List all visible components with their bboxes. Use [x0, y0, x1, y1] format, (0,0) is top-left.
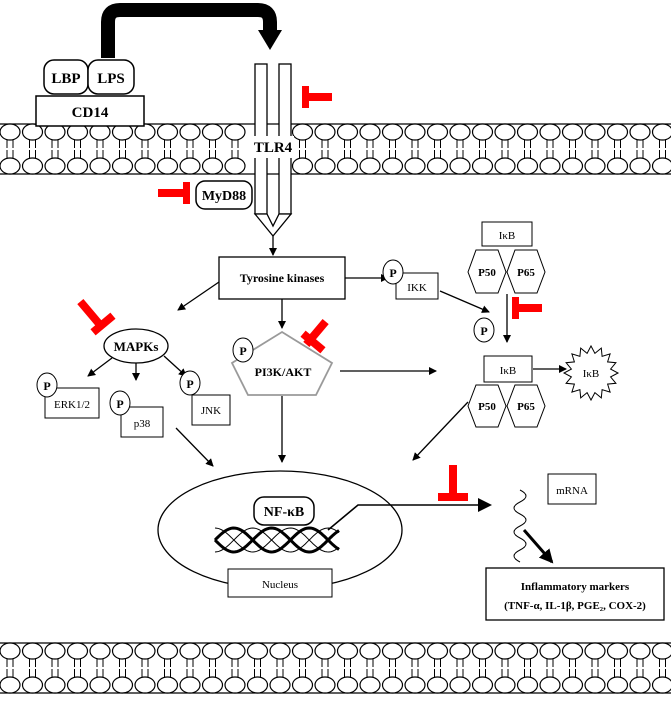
cd14-box — [35, 95, 145, 127]
ikb-phospho-icon — [473, 317, 495, 343]
ikb-degraded-burst — [562, 344, 620, 402]
ikk-label: IKK — [407, 282, 427, 294]
dna-helix-icon — [213, 526, 340, 554]
ikb-degraded-label: IκB — [583, 368, 600, 380]
ikb-mid-label: IκB — [500, 365, 517, 377]
transcription-arrow — [327, 498, 492, 531]
p38-box — [120, 406, 164, 438]
mrna-box — [547, 473, 597, 505]
inflammatory-markers-title: Inflammatory markers — [521, 581, 630, 593]
mrna-to-markers-arrow — [522, 529, 554, 564]
myd88-label: MyD88 — [202, 189, 246, 204]
tk-to-mapks-arrow — [177, 281, 220, 311]
inflammatory-markers-list: (TNF-α, IL-1β, PGE₂, COX-2) — [504, 600, 646, 612]
ikb-complex-top — [467, 221, 546, 294]
pi3k-phospho-label: P — [239, 344, 246, 358]
cell-membrane-top — [0, 123, 671, 175]
inflammatory-markers-box — [485, 567, 665, 621]
p65-mid-label: P65 — [517, 401, 535, 413]
ikk-box — [395, 272, 439, 300]
p50-top-label: P50 — [478, 267, 496, 279]
ikb-phospho-label: P — [480, 324, 487, 338]
p38-label: p38 — [134, 418, 151, 430]
lps-to-tlr4-arrow — [101, 3, 277, 58]
erk-phospho-label: P — [43, 379, 50, 393]
ikk-phospho-label: P — [389, 266, 396, 280]
mapks-label: MAPKs — [114, 339, 159, 354]
myd88-box — [195, 180, 253, 210]
erk-phospho-icon — [36, 372, 58, 398]
ikb-top-label: IκB — [499, 230, 516, 242]
ikb-phosphorylation-inhibitor-icon — [512, 297, 542, 319]
ikk-to-complex-arrow — [439, 290, 490, 313]
tyrosine-kinases-box — [218, 256, 346, 300]
lps-box — [87, 59, 135, 95]
nfkb-label: NF-κB — [264, 505, 304, 520]
lbp-label: LBP — [51, 71, 80, 87]
cd14-label: CD14 — [72, 105, 109, 121]
erk-label: ERK1/2 — [54, 399, 90, 411]
tlr4-receptor — [252, 63, 294, 238]
jnk-phospho-label: P — [186, 377, 193, 391]
tyrosine-kinases-label: Tyrosine kinases — [240, 271, 325, 285]
tlr4-label: TLR4 — [254, 140, 293, 156]
jnk-box — [191, 394, 231, 426]
cell-membrane-bottom — [0, 642, 671, 694]
pi3k-akt-label: PI3K/AKT — [255, 365, 312, 379]
nfkb-translocation-arrow — [412, 401, 469, 461]
p38-phospho-icon — [109, 390, 131, 416]
transcription-inhibitor-icon — [438, 465, 468, 501]
myd88-inhibitor-icon — [158, 182, 190, 204]
nfkb-box — [253, 496, 315, 526]
ikk-phospho-icon — [382, 259, 404, 285]
p38-phospho-label: P — [116, 397, 123, 411]
mrna-label: mRNA — [556, 485, 588, 497]
ikb-complex-mid — [467, 355, 546, 428]
p65-top-label: P65 — [517, 267, 535, 279]
tlr4-inhibitor-icon — [302, 86, 332, 108]
lps-to-tlr4-arrowhead — [258, 30, 282, 50]
pi3k-inhibitor-icon — [300, 318, 329, 354]
mapks-to-nucleus-arrow — [175, 427, 214, 467]
jnk-label: JNK — [201, 405, 221, 417]
mapks-to-jnk-arrow — [163, 355, 187, 377]
mapks-to-erk-arrow — [87, 357, 113, 377]
p50-mid-label: P50 — [478, 401, 496, 413]
nucleus-label-box — [227, 568, 333, 598]
nucleus-label: Nucleus — [262, 579, 298, 591]
mapks-inhibitor-icon — [77, 298, 116, 336]
jnk-phospho-icon — [179, 370, 201, 396]
mrna-strand-icon — [513, 489, 527, 563]
pi3k-phospho-icon — [232, 337, 254, 363]
lps-label: LPS — [97, 71, 125, 87]
